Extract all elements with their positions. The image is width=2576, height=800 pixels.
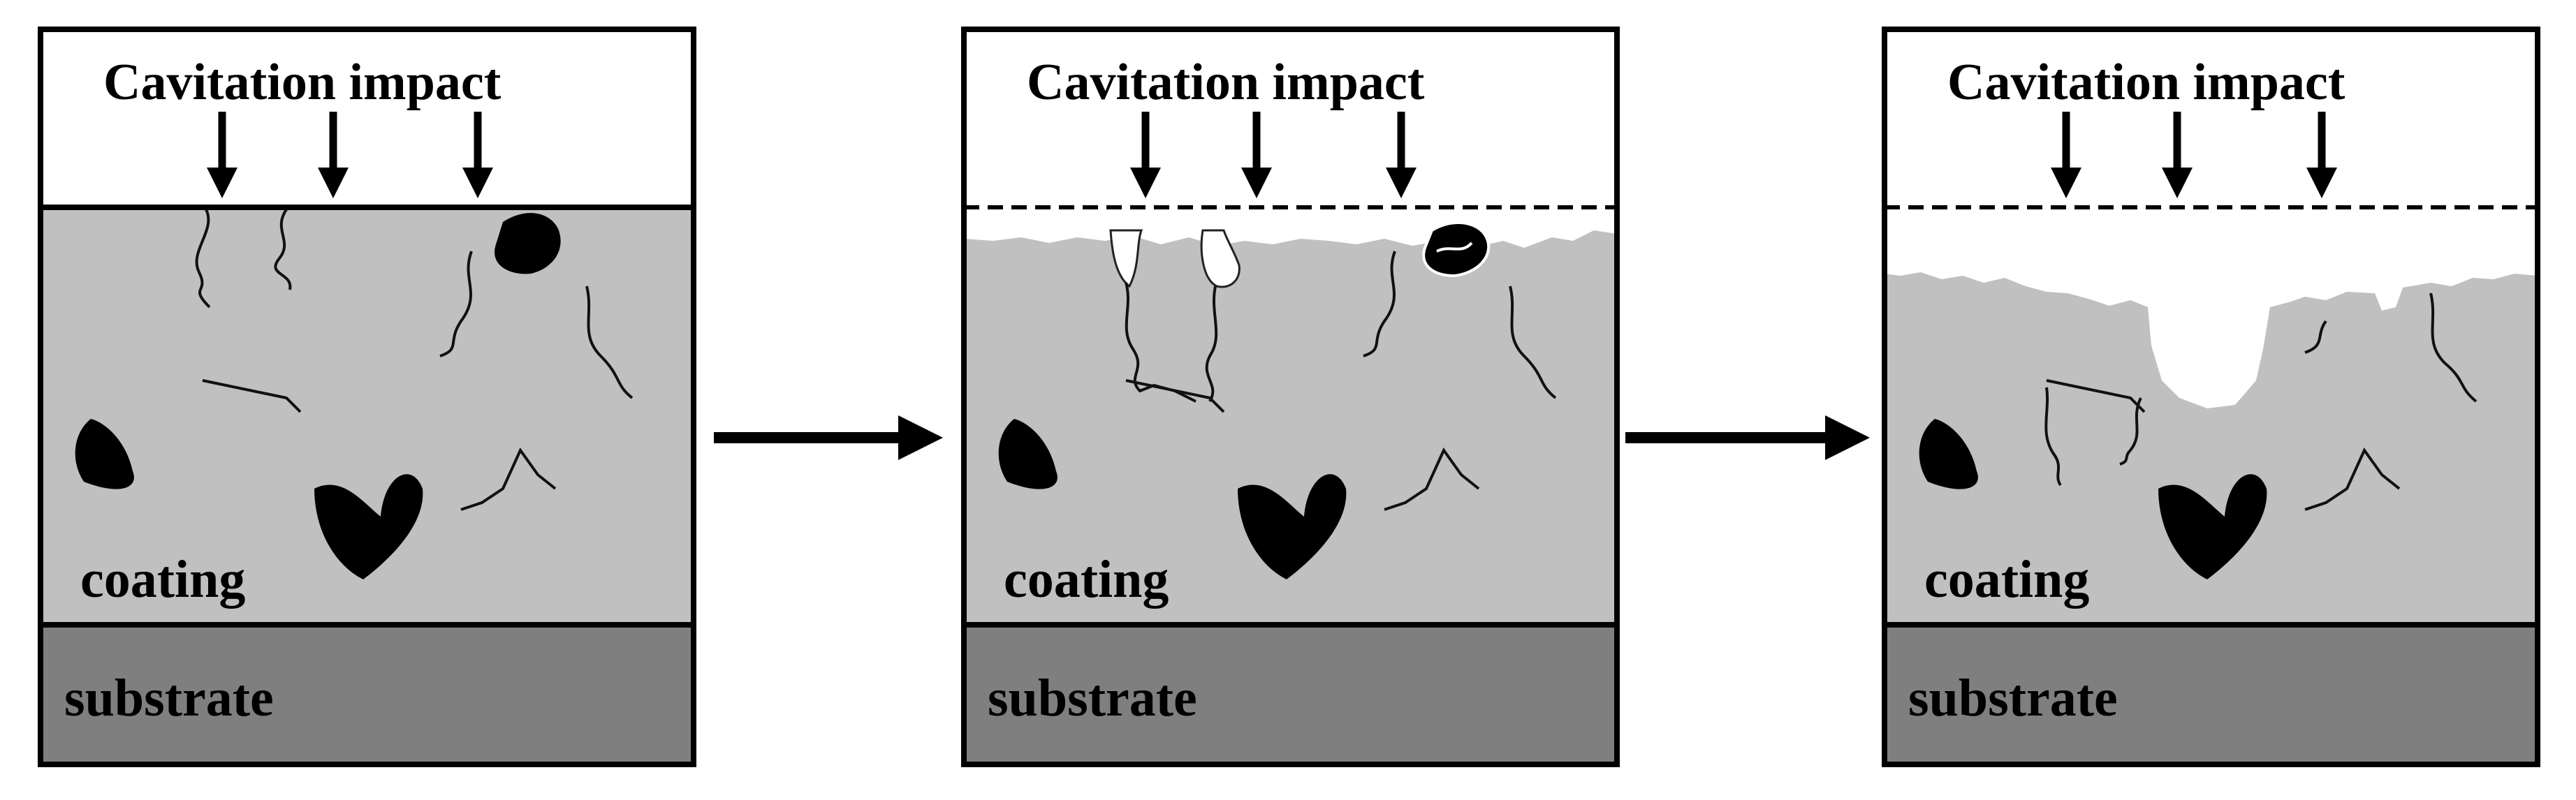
substrate-layer: [1885, 625, 2538, 764]
panel-3: Cavitation impact coating substrate: [1882, 27, 2540, 767]
impact-label: Cavitation impact: [1947, 54, 2346, 111]
coating-label: coating: [1924, 550, 2089, 609]
substrate-label: substrate: [988, 669, 1197, 727]
impact-zone: [1885, 29, 2538, 207]
remaining-cracks: [2044, 292, 2478, 487]
substrate-label: substrate: [64, 669, 274, 727]
impact-arrows: [2051, 112, 2337, 198]
impact-arrows: [1130, 112, 1417, 198]
panel-frame: [38, 27, 696, 767]
substrate-layer: [964, 625, 1617, 764]
panel-frame: [961, 27, 1620, 767]
substrate-label: substrate: [1908, 669, 2118, 727]
cracks: [195, 208, 634, 399]
coating-label: coating: [1004, 550, 1169, 609]
eroded-pit: [1109, 229, 1143, 288]
panel-2: Cavitation impact coating substrate: [961, 27, 1620, 767]
impact-label: Cavitation impact: [1027, 54, 1425, 111]
impact-zone: [964, 29, 1617, 207]
panel-frame: [1882, 27, 2540, 767]
propagated-cracks: [1125, 251, 1557, 403]
pore: [495, 213, 561, 274]
impact-arrows: [207, 112, 493, 198]
impact-zone: [41, 29, 694, 207]
substrate-layer: [41, 625, 694, 764]
coating-label: coating: [80, 550, 245, 609]
eroded-pit: [1200, 229, 1241, 288]
impact-label: Cavitation impact: [103, 54, 502, 111]
eroded-region: [1885, 207, 2538, 408]
panel-1: Cavitation impact coating substrate: [38, 27, 696, 767]
